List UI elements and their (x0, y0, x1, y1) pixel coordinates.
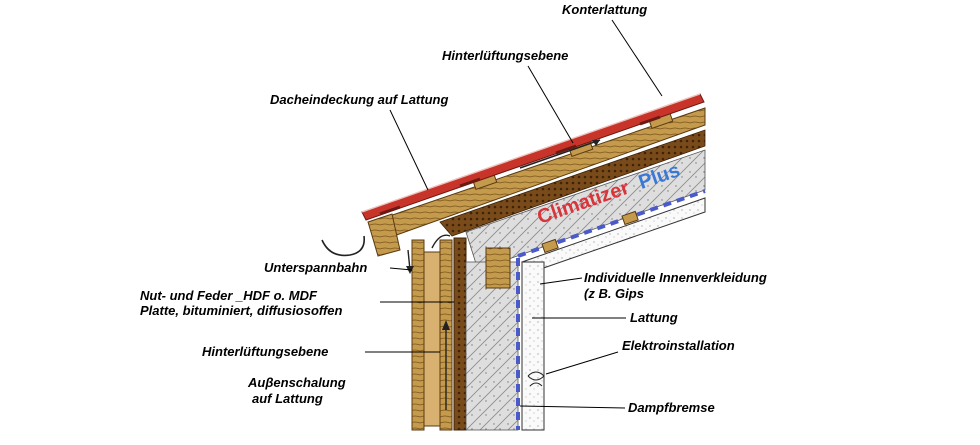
label-dampfbremse: Dampfbremse (628, 400, 715, 415)
leader-lines (365, 19, 663, 409)
roof-tiles (361, 93, 705, 221)
label-innenverkleidung-1: Individuelle Innenverkleidung (584, 270, 767, 285)
label-elektro: Elektroinstallation (622, 338, 735, 353)
wall (406, 234, 545, 431)
electro-installation (527, 371, 545, 387)
outer-cladding-board (411, 239, 425, 431)
label-hinterlueftung-top: Hinterlüftungsebene (442, 48, 568, 63)
label-innenverkleidung-2: (z B. Gips (584, 286, 644, 301)
label-nut-feder-1: Nut- und Feder _HDF o. MDF (140, 288, 318, 303)
roof-bitumen-board (439, 129, 706, 237)
wall-stud (485, 247, 511, 289)
wall-inner-cladding (521, 261, 545, 431)
wall-batten (423, 251, 441, 427)
label-konterlattung: Konterlattung (562, 2, 647, 17)
label-nut-feder-2: Platte, bituminiert, diffusiosoffen (140, 303, 343, 318)
label-unterspannbahn: Unterspannbahn (264, 260, 367, 275)
roof-slope (321, 93, 706, 257)
label-aussenschalung-2: auf Lattung (252, 391, 323, 406)
eaves-block (367, 213, 401, 257)
roof-airflow-arrow (519, 139, 601, 169)
label-dacheindeckung: Dacheindeckung auf Lattung (270, 92, 448, 107)
label-lattung: Lattung (630, 310, 678, 325)
label-hinterlueftung-left: Hinterlüftungsebene (202, 344, 328, 359)
label-aussenschalung-1: Auβenschalung (247, 375, 346, 390)
wall-insulation (465, 261, 519, 431)
wall-bitumen-board (453, 237, 467, 431)
roof-inner-battens (541, 210, 639, 254)
gutter (321, 235, 366, 257)
